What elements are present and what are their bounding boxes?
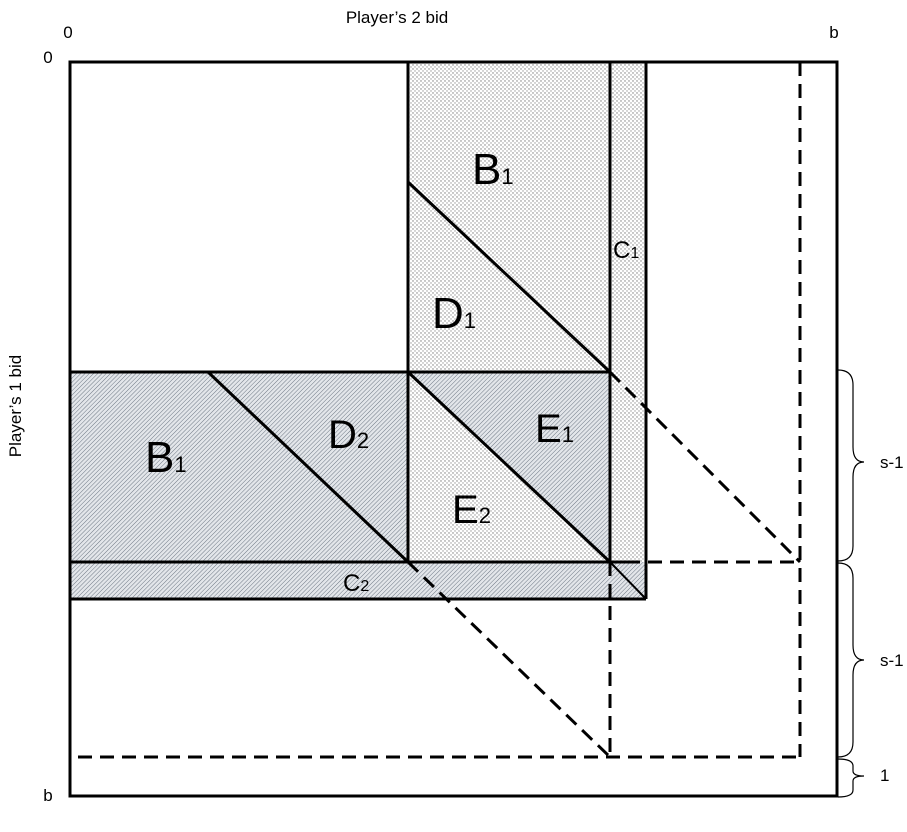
dashed-diagonal-lower (406, 560, 612, 759)
brace-middle (837, 562, 865, 758)
region-label-c1: C1 (613, 237, 639, 264)
brace-label-upper: s-1 (880, 453, 904, 472)
brace-upper (837, 369, 865, 562)
brace-lower (837, 758, 865, 798)
diagonal-c-corner (609, 561, 647, 600)
region-label-d1: D1 (432, 289, 476, 338)
top-axis-title: Player’s 2 bid (346, 8, 448, 27)
outer-square (68, 60, 839, 798)
diagonal-d1 (406, 180, 612, 374)
hatched-region-c2-strip (70, 562, 646, 599)
diagonal-e1-e2 (406, 370, 612, 564)
left-axis-origin: 0 (43, 48, 52, 67)
dotted-region-top-strip (408, 62, 646, 372)
region-label-e2: E2 (452, 488, 491, 532)
diagonal-d2 (206, 370, 410, 564)
region-label-e1: E1 (535, 407, 574, 451)
dashed-diagonal-upper (608, 370, 802, 564)
brace-label-middle: s-1 (880, 651, 904, 670)
left-axis-end: b (43, 786, 52, 805)
region-label-b1-top: B1 (472, 145, 514, 194)
region-label-b1-left: B1 (145, 433, 187, 482)
top-axis-end: b (829, 23, 838, 42)
hatched-region-left-block (70, 372, 408, 562)
region-label-c2: C2 (343, 570, 369, 597)
region-label-d2: D2 (328, 413, 369, 457)
brace-label-lower: 1 (880, 766, 889, 785)
left-axis-title: Player’s 1 bid (6, 355, 25, 457)
top-axis-origin: 0 (63, 23, 72, 42)
